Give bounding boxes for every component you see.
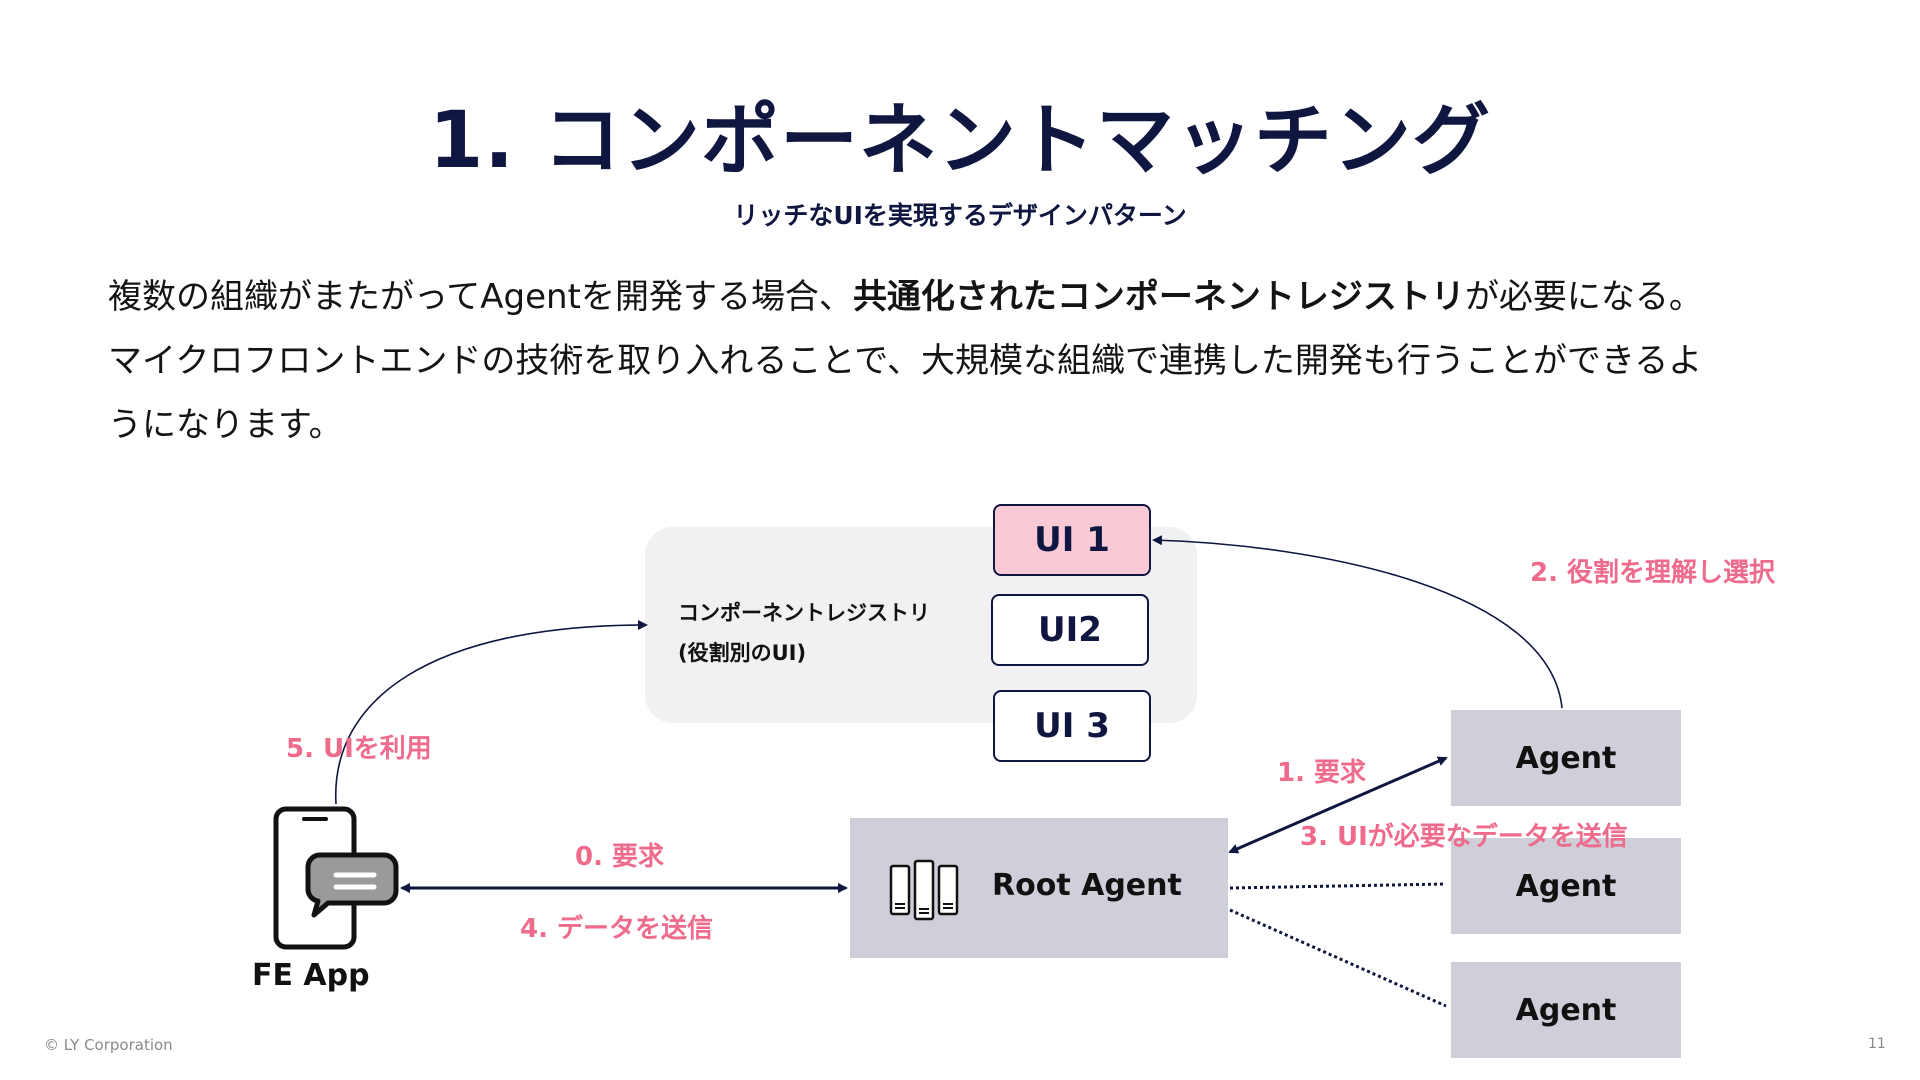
agent-label-1: Agent bbox=[1515, 740, 1617, 776]
paragraph-line-1: 複数の組織がまたがってAgentを開発する場合、共通化されたコンポーネントレジス… bbox=[108, 265, 1828, 329]
slide-title: 1. コンポーネントマッチング bbox=[428, 96, 1492, 186]
curve-agent-to-ui1 bbox=[1152, 535, 1563, 709]
agent-box-3: Agent bbox=[1451, 962, 1681, 1058]
body-paragraph: 複数の組織がまたがってAgentを開発する場合、共通化されたコンポーネントレジス… bbox=[108, 265, 1828, 457]
ui-component-3: UI 3 bbox=[993, 690, 1151, 762]
slide-subtitle: リッチなUIを実現するデザインパターン bbox=[733, 201, 1187, 230]
paragraph-line-1-bold: 共通化されたコンポーネントレジストリ bbox=[852, 277, 1465, 317]
root-agent-box bbox=[850, 818, 1228, 958]
paragraph-line-2: マイクロフロントエンドの技術を取り入れることで、大規模な組織で連携した開発も行う… bbox=[108, 341, 1703, 381]
dotted-root-to-agent-3 bbox=[1229, 908, 1447, 1008]
fe-app-label: FE App bbox=[252, 958, 370, 993]
page-number: 11 bbox=[1868, 1036, 1886, 1052]
component-registry-label: コンポーネントレジストリ (役割別のUI) bbox=[678, 593, 930, 673]
paragraph-line-3: うになります。 bbox=[108, 405, 343, 445]
step-0-label: 0. 要求 bbox=[575, 842, 665, 872]
step-3-label: 3. UIが必要なデータを送信 bbox=[1300, 822, 1628, 852]
curve-fe-to-registry bbox=[335, 620, 648, 805]
agent-box-1: Agent bbox=[1451, 710, 1681, 806]
agent-label-3: Agent bbox=[1515, 992, 1617, 1028]
dotted-root-to-agent-2 bbox=[1229, 882, 1447, 890]
footer-copyright: © LY Corporation bbox=[44, 1036, 173, 1054]
step-2-label: 2. 役割を理解し選択 bbox=[1530, 558, 1776, 588]
server-rack-icon bbox=[889, 859, 959, 921]
paragraph-line-1-pre: 複数の組織がまたがってAgentを開発する場合、 bbox=[108, 277, 853, 317]
ui-component-1: UI 1 bbox=[993, 504, 1151, 576]
registry-label-line-1: コンポーネントレジストリ bbox=[678, 601, 930, 625]
step-5-label: 5. UIを利用 bbox=[286, 734, 432, 764]
agent-label-2: Agent bbox=[1515, 868, 1617, 904]
registry-label-line-2: (役割別のUI) bbox=[678, 641, 807, 665]
step-4-label: 4. データを送信 bbox=[520, 914, 714, 944]
smartphone-chat-icon bbox=[273, 806, 399, 950]
arrow-root-to-agent-1 bbox=[1228, 756, 1448, 854]
ui-component-2: UI2 bbox=[991, 594, 1149, 666]
step-1-label: 1. 要求 bbox=[1277, 758, 1367, 788]
root-agent-label: Root Agent bbox=[992, 868, 1182, 903]
paragraph-line-1-post: が必要になる。 bbox=[1464, 277, 1703, 317]
agent-box-2: Agent bbox=[1451, 838, 1681, 934]
